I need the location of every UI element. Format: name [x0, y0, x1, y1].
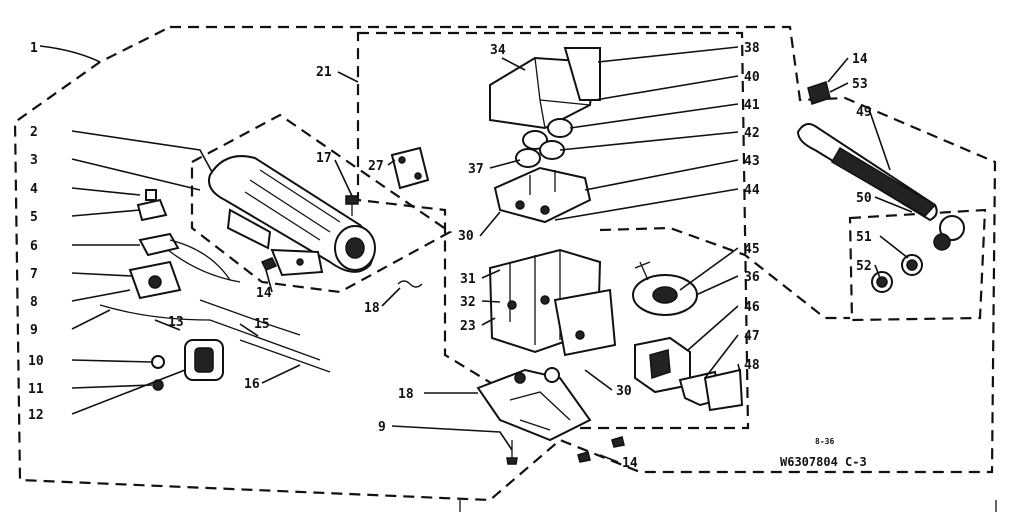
washer-nut — [151, 355, 165, 391]
pilot-tube-49 — [796, 123, 938, 222]
callout-13: 13 — [168, 315, 184, 330]
main-assembly-outline — [13, 25, 997, 502]
callout-12: 12 — [28, 408, 44, 423]
callout-18-left: 18 — [364, 301, 380, 316]
callout-9-lower: 9 — [378, 420, 386, 435]
pilot-bracket-left — [128, 260, 182, 300]
valve-cover — [489, 47, 601, 130]
valve-body-upper — [493, 166, 592, 224]
clip-53 — [807, 81, 831, 105]
callout-43: 43 — [744, 154, 760, 169]
callout-38: 38 — [744, 41, 760, 56]
pilot-assembly-outline — [848, 208, 987, 322]
callout-34: 34 — [490, 43, 506, 58]
callout-27: 27 — [368, 159, 384, 174]
callout-37: 37 — [468, 162, 484, 177]
valve-body-lower — [488, 248, 617, 357]
callout-14-lower: 14 — [622, 456, 638, 471]
callout-17: 17 — [316, 151, 332, 166]
callout-9-left: 9 — [30, 323, 38, 338]
callout-11: 11 — [28, 382, 44, 397]
callout-21: 21 — [316, 65, 332, 80]
callout-46: 46 — [744, 300, 760, 315]
callout-50: 50 — [856, 191, 872, 206]
valve-knobs — [515, 118, 573, 168]
callout-1: 1 — [30, 41, 38, 56]
callout-23: 23 — [460, 319, 476, 334]
burner-bracket — [270, 248, 324, 277]
thermocouple-link-outline — [599, 226, 850, 320]
pilot-tube — [99, 299, 331, 373]
callout-51: 51 — [856, 230, 872, 245]
callout-36: 36 — [744, 270, 760, 285]
callout-32: 32 — [460, 295, 476, 310]
callout-53: 53 — [852, 77, 868, 92]
igniter-knob — [184, 339, 224, 381]
callout-42: 42 — [744, 126, 760, 141]
callout-10: 10 — [28, 354, 44, 369]
pilot-parts — [871, 215, 965, 293]
callout-48: 48 — [744, 358, 760, 373]
callout-41: 41 — [744, 98, 760, 113]
leader-lines — [39, 45, 913, 463]
small-note: 8-36 — [815, 437, 834, 446]
callout-labels: 1 2 3 4 5 6 7 8 9 10 11 12 13 14 15 16 1… — [28, 41, 872, 471]
callout-45: 45 — [744, 242, 760, 257]
callout-15: 15 — [254, 317, 270, 332]
callout-47: 47 — [744, 329, 760, 344]
screw-9-bottom — [506, 440, 518, 465]
callout-30-lower: 30 — [616, 384, 632, 399]
callout-16-left: 16 — [244, 377, 260, 392]
callout-30-upper: 30 — [458, 229, 474, 244]
burner-tube — [208, 155, 376, 273]
relay-bracket — [678, 368, 744, 412]
relay-block — [634, 336, 691, 394]
callout-49: 49 — [856, 105, 872, 120]
callout-40: 40 — [744, 70, 760, 85]
igniter-clip — [136, 189, 168, 222]
valve-cover-plate — [390, 146, 430, 190]
callout-6: 6 — [30, 239, 38, 254]
spark-electrode — [138, 232, 241, 283]
callout-14-right: 14 — [852, 52, 868, 67]
thermostat-disc — [632, 261, 698, 316]
spring-18 — [397, 280, 423, 288]
callout-2: 2 — [30, 125, 38, 140]
screw-17 — [345, 195, 359, 216]
callout-3: 3 — [30, 153, 38, 168]
drawing-number: W6307804 C-3 — [780, 455, 867, 469]
callout-18-lower: 18 — [398, 387, 414, 402]
callout-4: 4 — [30, 182, 38, 197]
callout-7: 7 — [30, 267, 38, 282]
callout-44: 44 — [744, 183, 760, 198]
mounting-bracket — [476, 367, 592, 442]
screw-14-left — [260, 257, 278, 271]
burner-assembly-outline — [190, 113, 453, 294]
callout-31: 31 — [460, 272, 476, 287]
screws-14-bottom — [577, 436, 625, 463]
callout-52: 52 — [856, 259, 872, 274]
callout-8: 8 — [30, 295, 38, 310]
callout-14-left: 14 — [256, 286, 272, 301]
callout-5: 5 — [30, 210, 38, 225]
